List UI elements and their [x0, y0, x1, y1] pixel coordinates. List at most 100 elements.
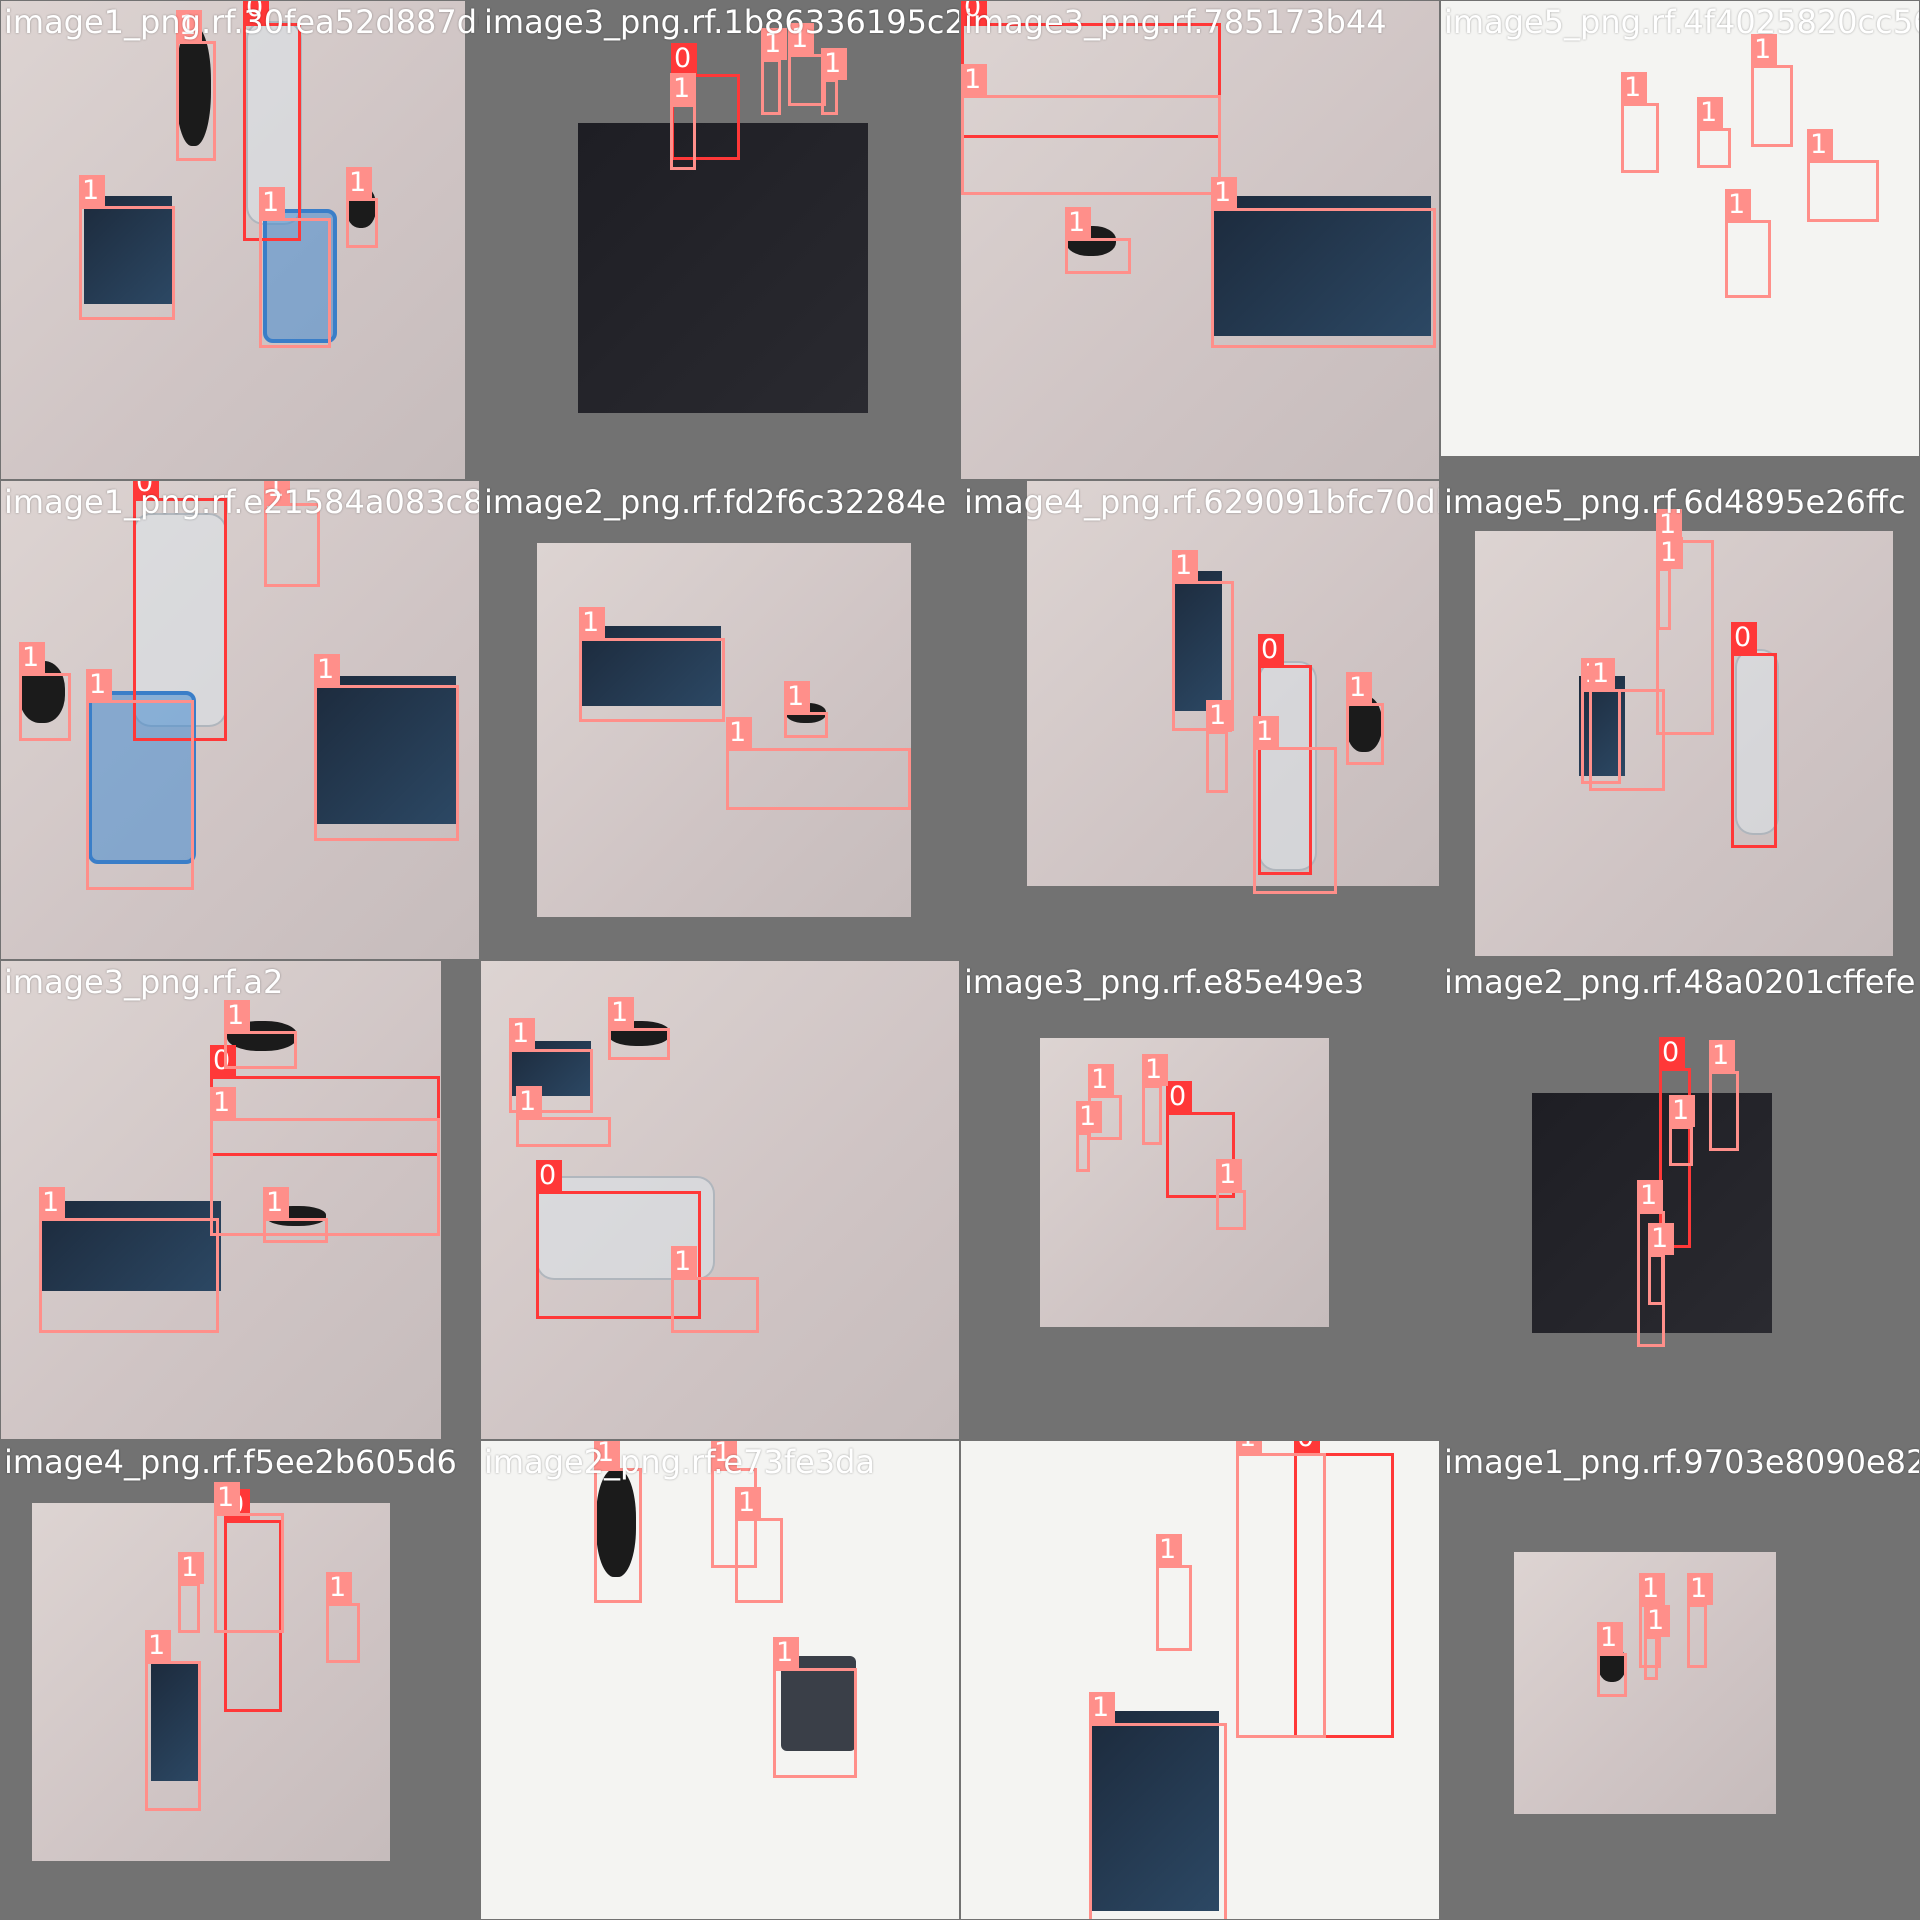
- class-label: 1: [1807, 129, 1833, 161]
- tile-caption: image2_png.rf.fd2f6c32284e: [484, 483, 947, 521]
- bounding-box: 0: [536, 1160, 701, 1319]
- scene-object-mouse: [176, 26, 211, 146]
- class-label: 0: [133, 481, 159, 499]
- bounding-box: 1: [1089, 1692, 1227, 1919]
- class-label: 1: [145, 1630, 171, 1662]
- class-label: 1: [1751, 34, 1777, 66]
- bounding-box: 1: [1751, 34, 1793, 147]
- class-label: 1: [726, 717, 752, 749]
- class-label: 1: [1206, 700, 1232, 732]
- bounding-box: 0: [1659, 1037, 1691, 1248]
- class-label: 1: [1088, 1064, 1114, 1096]
- class-label: 1: [19, 642, 45, 674]
- tile-caption: image5_png.rf.6d4895e26ffc: [1444, 483, 1906, 521]
- class-label: 1: [761, 28, 787, 60]
- bounding-box: 1: [711, 1441, 757, 1568]
- class-label: 1: [1687, 1573, 1713, 1605]
- tile-caption: image4_png.rf.f5ee2b605d6: [4, 1443, 457, 1481]
- tile-caption: image3_png.rf.a2: [4, 963, 284, 1001]
- bounding-box: 1: [1065, 207, 1131, 274]
- class-label: 1: [1621, 72, 1647, 104]
- bounding-box: 1: [1211, 177, 1436, 348]
- bounding-box: 1: [761, 28, 787, 115]
- bounding-box: 1: [1206, 700, 1232, 793]
- scene-object-bottle: [1735, 649, 1779, 835]
- class-label: 0: [961, 1, 987, 24]
- class-label: 0: [1659, 1037, 1685, 1069]
- class-label: 1: [961, 64, 987, 96]
- tile-caption: image3_png.rf.e85e49e3: [964, 963, 1365, 1001]
- bounding-box: 1: [1687, 1573, 1713, 1668]
- tile-caption: image1_png.rf.30fea52d887d0bae3ebf718152…: [4, 3, 479, 41]
- bounding-box: 1: [735, 1487, 783, 1603]
- tile-caption: image2_png.rf.48a0201cffefe: [1444, 963, 1916, 1001]
- bounding-box: 1: [1253, 716, 1337, 894]
- bounding-box: 1: [214, 1482, 284, 1633]
- scene-object-bottle: [1258, 661, 1317, 871]
- class-label: 1: [1211, 177, 1237, 209]
- class-label: 0: [1294, 1441, 1320, 1454]
- class-label: 1: [86, 669, 112, 701]
- mosaic-tile: 0 1 1 1 1: [481, 961, 959, 1439]
- bounding-box: 1: [773, 1637, 857, 1778]
- class-label: 1: [509, 1018, 535, 1050]
- bounding-box: 1: [516, 1086, 611, 1147]
- class-label: 1: [214, 1482, 240, 1514]
- bounding-box: 1: [19, 642, 71, 741]
- bounding-box: 1: [259, 187, 331, 348]
- class-label: 0: [536, 1160, 562, 1192]
- bounding-box: 1: [145, 1630, 201, 1811]
- scene-object-mouse: [596, 1469, 636, 1577]
- bounding-box: 1: [1589, 658, 1665, 791]
- class-label: 1: [1709, 1040, 1735, 1072]
- class-label: 0: [1731, 622, 1757, 654]
- class-label: 1: [1639, 1573, 1665, 1605]
- mosaic-tile: 01111image1_png.rf.30fea52d887d0bae3ebf7…: [1, 1, 479, 479]
- bounding-box: 1: [1807, 129, 1879, 222]
- bounding-box: 1: [1621, 72, 1659, 173]
- class-label: 1: [1236, 1441, 1262, 1454]
- bounding-box: 1: [1172, 550, 1234, 731]
- class-label: 1: [1172, 550, 1198, 582]
- class-label: 1: [263, 1187, 289, 1219]
- bounding-box: 1: [39, 1187, 219, 1333]
- class-label: 1: [1253, 716, 1279, 748]
- bounding-box: 1: [86, 669, 194, 890]
- class-label: 1: [608, 997, 634, 1029]
- bounding-box: 1: [594, 1441, 642, 1603]
- bounding-box: 1: [961, 64, 1221, 195]
- class-label: 1: [264, 481, 290, 504]
- class-label: 1: [1657, 537, 1683, 569]
- bounding-box: 1: [176, 10, 216, 161]
- bounding-box: 1: [1156, 1534, 1192, 1651]
- bounding-box: 0: [1166, 1081, 1235, 1198]
- class-label: 1: [1346, 672, 1372, 704]
- bounding-box: 1: [79, 175, 175, 320]
- bounding-box: 1: [579, 607, 725, 722]
- class-label: 1: [1589, 658, 1615, 690]
- class-label: 1: [735, 1487, 761, 1519]
- class-label: 1: [178, 1552, 204, 1584]
- class-label: 1: [1076, 1101, 1102, 1133]
- class-label: 1: [784, 681, 810, 713]
- scene-object-container: [88, 691, 196, 864]
- tile-caption: image1_png.rf.9703e8090e82: [1444, 1443, 1919, 1481]
- class-label: 1: [516, 1086, 542, 1118]
- bounding-box: 1: [1346, 672, 1384, 765]
- bounding-box: 1: [1236, 1441, 1326, 1738]
- bounding-box: 1: [821, 48, 847, 115]
- class-label: 1: [346, 167, 372, 199]
- tile-caption: image2_png.rf.e73fe3da: [484, 1443, 876, 1481]
- tile-caption: image5_png.rf.4f4025820cc568: [1444, 3, 1919, 41]
- class-label: 1: [671, 1246, 697, 1278]
- class-label: 1: [1648, 1223, 1674, 1255]
- bounding-box: 1: [178, 1552, 204, 1633]
- bounding-box: 1: [671, 1246, 759, 1333]
- bounding-box: 1: [1644, 1605, 1670, 1680]
